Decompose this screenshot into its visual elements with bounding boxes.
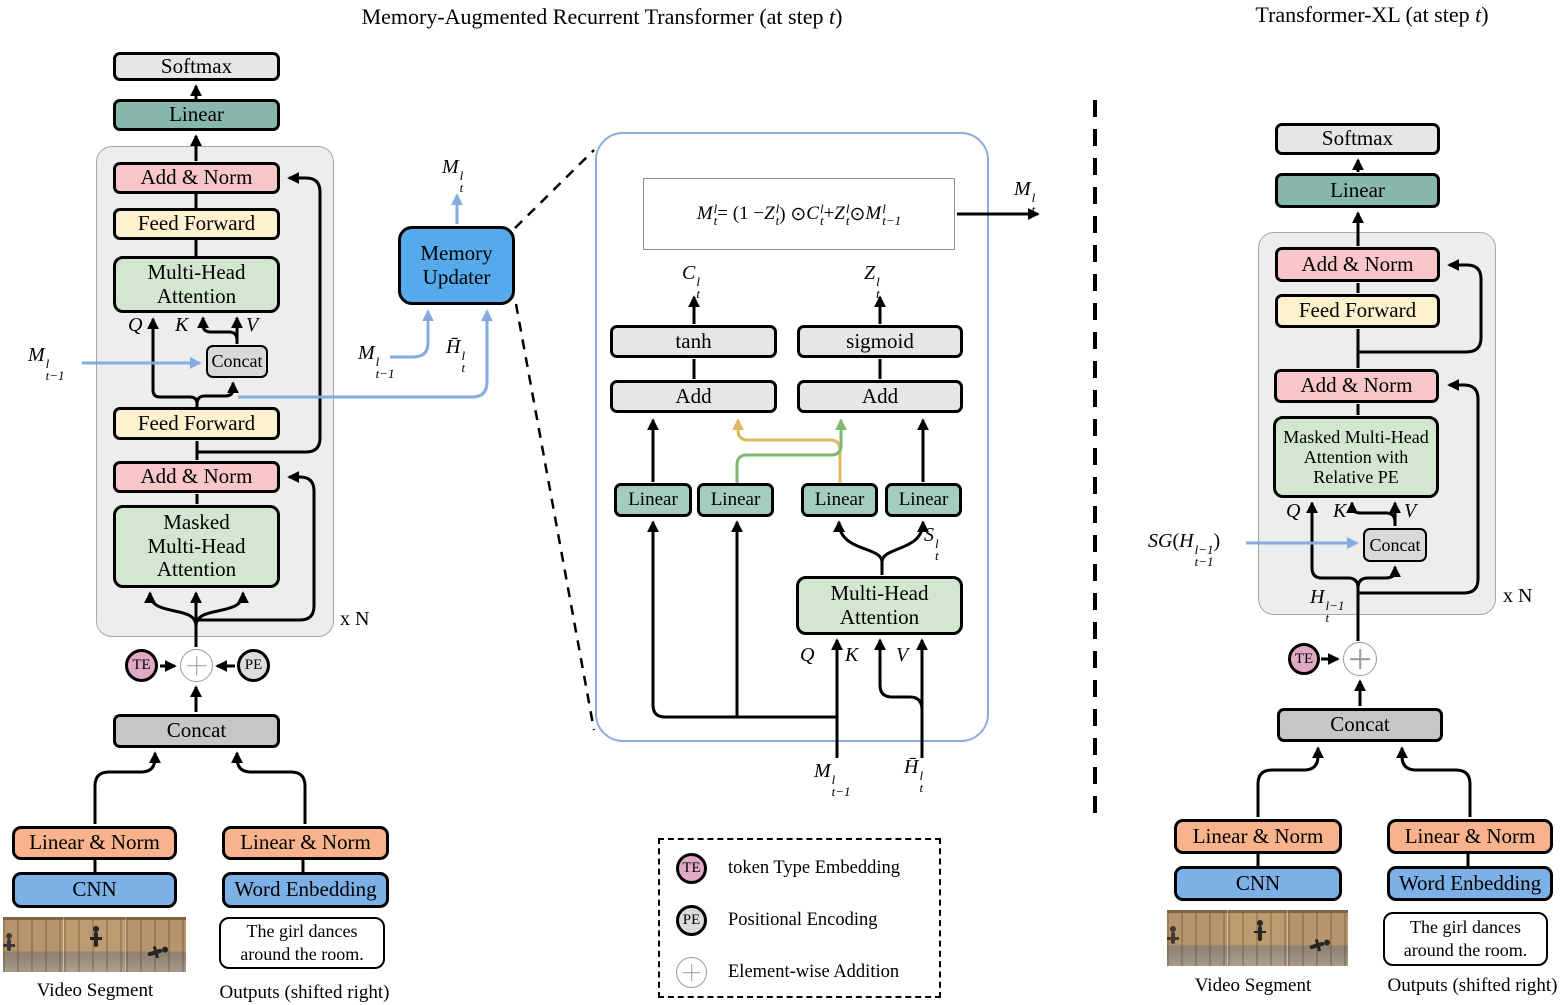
- detail-k-label: K: [845, 644, 859, 666]
- left-memory-concat-box: Concat: [206, 345, 268, 378]
- right-cnn-box: CNN: [1174, 866, 1342, 901]
- dancer-icon: [90, 926, 103, 948]
- right-linear-norm-text-box: Linear & Norm: [1387, 819, 1553, 854]
- detail-v-label: V: [896, 644, 909, 666]
- video-frame: [124, 917, 186, 972]
- video-frame: [63, 917, 125, 972]
- detail-sigmoid-box: sigmoid: [797, 325, 963, 358]
- left-video-segment-thumbnails: [3, 917, 186, 972]
- left-cnn-box: CNN: [12, 872, 177, 908]
- video-frame: [1167, 910, 1227, 966]
- detail-linear1-box: Linear: [614, 483, 692, 517]
- left-multi-head-attention-box: Multi-Head Attention: [113, 256, 280, 313]
- left-elementwise-add-icon: [180, 649, 213, 682]
- right-te-badge: TE: [1288, 643, 1320, 675]
- dancer-icon: [3, 933, 15, 951]
- left-add-norm-top-box: Add & Norm: [113, 162, 280, 194]
- right-linear-norm-video-box: Linear & Norm: [1174, 819, 1342, 854]
- left-te-badge: TE: [125, 649, 158, 682]
- right-masked-attention-box: Masked Multi-Head Attention with Relativ…: [1273, 416, 1439, 498]
- left-pe-badge: PE: [237, 649, 270, 682]
- right-repeat-label: x N: [1503, 585, 1533, 607]
- left-concat-box: Concat: [113, 714, 280, 748]
- dancer-icon: [147, 948, 163, 956]
- left-outputs-caption: Outputs (shifted right): [219, 982, 390, 1003]
- right-video-segment-thumbnails: [1167, 910, 1349, 966]
- left-feed-forward-top-box: Feed Forward: [113, 208, 280, 240]
- detail-q-label: Q: [800, 644, 815, 666]
- detail-tanh-box: tanh: [610, 325, 777, 358]
- right-q-label: Q: [1286, 500, 1301, 522]
- legend-elementwise-add-icon: [676, 957, 707, 988]
- right-video-caption: Video Segment: [1194, 975, 1312, 996]
- left-q-label: Q: [128, 314, 143, 336]
- detail-linear4-box: Linear: [885, 483, 962, 517]
- legend-add-label: Element-wise Addition: [728, 962, 900, 982]
- memory-updater-box: Memory Updater: [398, 226, 515, 305]
- dancer-icon: [1309, 941, 1325, 950]
- video-frame: [1287, 910, 1349, 966]
- left-diagram-title: Memory-Augmented Recurrent Transformer (…: [361, 4, 843, 29]
- left-feed-forward-bottom-box: Feed Forward: [113, 407, 280, 440]
- right-sentence-box: The girl dances around the room.: [1383, 912, 1548, 966]
- right-linear-box: Linear: [1275, 173, 1440, 208]
- left-linear-norm-text-box: Linear & Norm: [222, 826, 389, 860]
- left-masked-attention-box: Masked Multi-Head Attention: [113, 505, 280, 588]
- left-linear-box: Linear: [113, 99, 280, 131]
- right-k-label: K: [1333, 500, 1347, 522]
- video-frame: [1226, 910, 1288, 966]
- legend-pe-badge: PE: [676, 905, 707, 936]
- left-linear-norm-video-box: Linear & Norm: [12, 826, 177, 860]
- left-word-embedding-box: Word Enbedding: [222, 872, 389, 908]
- left-video-caption: Video Segment: [36, 980, 154, 1001]
- right-outputs-caption: Outputs (shifted right): [1387, 975, 1558, 996]
- left-add-norm-bottom-box: Add & Norm: [113, 461, 280, 493]
- dancer-icon: [1167, 926, 1179, 945]
- legend-te-label: token Type Embedding: [728, 858, 901, 878]
- right-softmax-box: Softmax: [1275, 123, 1440, 155]
- left-softmax-box: Softmax: [113, 52, 280, 81]
- right-elementwise-add-icon: [1343, 642, 1377, 676]
- right-memory-concat-box: Concat: [1363, 528, 1427, 562]
- left-v-label: V: [246, 314, 259, 336]
- dancer-icon: [1253, 919, 1266, 941]
- detail-linear3-box: Linear: [801, 483, 878, 517]
- detail-add-left-box: Add: [610, 380, 777, 413]
- right-feed-forward-box: Feed Forward: [1275, 294, 1440, 328]
- right-add-norm-top-box: Add & Norm: [1275, 247, 1440, 282]
- right-v-label: V: [1404, 500, 1417, 522]
- detail-add-right-box: Add: [797, 380, 963, 413]
- left-repeat-label: x N: [340, 608, 370, 630]
- detail-linear2-box: Linear: [697, 483, 774, 517]
- legend-pe-label: Positional Encoding: [728, 910, 878, 930]
- right-add-norm-bottom-box: Add & Norm: [1274, 369, 1439, 403]
- left-k-label: K: [175, 314, 189, 336]
- legend-te-badge: TE: [676, 853, 707, 884]
- left-sentence-box: The girl dances around the room.: [219, 917, 385, 969]
- video-frame: [3, 917, 64, 972]
- right-diagram-title: Transformer-XL (at step t): [1255, 2, 1489, 27]
- detail-multi-head-attention-box: Multi-Head Attention: [796, 576, 963, 635]
- right-word-embedding-box: Word Enbedding: [1387, 866, 1553, 901]
- right-concat-box: Concat: [1277, 708, 1443, 742]
